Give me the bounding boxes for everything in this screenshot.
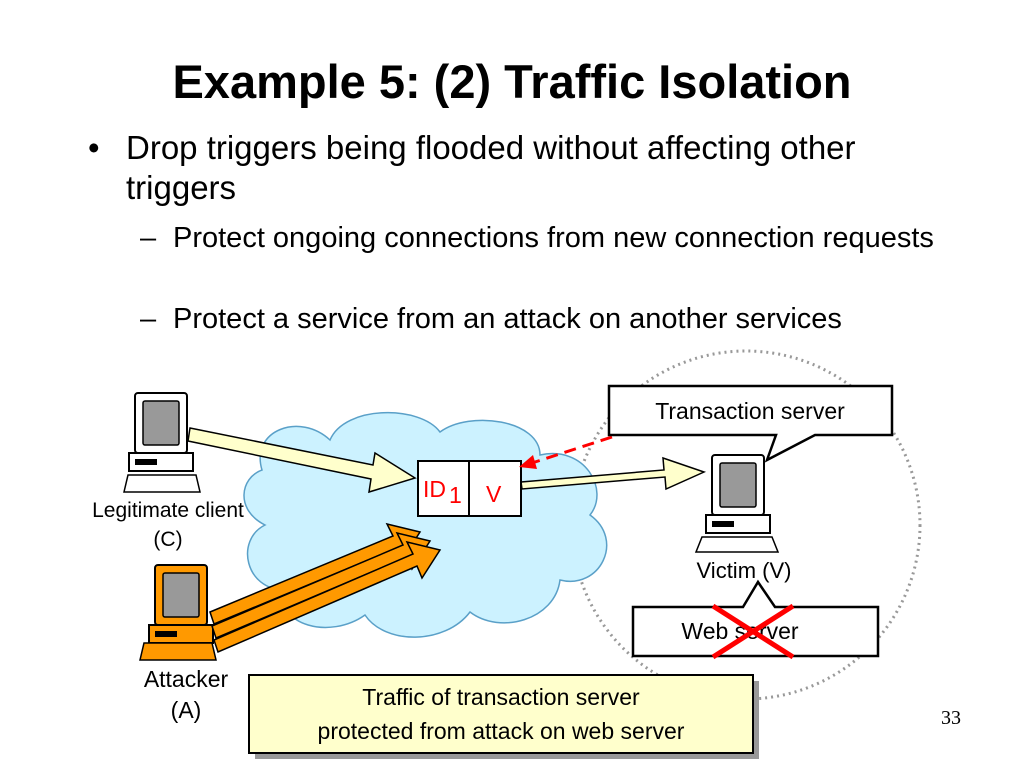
trigger-id-label: ID	[423, 476, 446, 502]
legit-traffic-arrow	[187, 427, 417, 494]
attacker-keyboard-icon	[139, 642, 217, 661]
sub-bullet-1: – Protect ongoing connections from new c…	[140, 221, 940, 255]
bullet-marker: •	[88, 129, 100, 166]
attack-arrow-3	[213, 540, 442, 654]
victim-computer-icon	[705, 454, 771, 534]
sub-bullet-text: Protect a service from an attack on anot…	[173, 303, 842, 335]
bullet-level1: • Drop triggers being flooded without af…	[88, 128, 928, 208]
note-line-2: protected from attack on web server	[318, 718, 685, 744]
trigger-dest-label: V	[486, 481, 502, 507]
attacker-sublabel: (A)	[171, 697, 202, 723]
legit-client-computer-icon	[128, 392, 194, 472]
sub-bullet-2: – Protect a service from an attack on an…	[140, 302, 940, 336]
attacker-computer-icon	[148, 564, 214, 644]
sub-bullet-text: Protect ongoing connections from new con…	[173, 222, 934, 254]
legit-client-sublabel: (C)	[153, 528, 182, 551]
attacker-label: Attacker	[144, 666, 229, 692]
web-server-callout	[631, 579, 880, 658]
transaction-server-callout	[607, 384, 894, 463]
bullet-text: Drop triggers being flooded without affe…	[126, 129, 856, 206]
dashed-pointer-arrow	[519, 435, 613, 469]
victim-keyboard-icon	[694, 536, 780, 553]
sub-bullet-marker: –	[140, 222, 157, 254]
trigger-box	[417, 460, 522, 517]
victim-label: Victim (V)	[697, 558, 792, 583]
note-line-1: Traffic of transaction server	[362, 684, 640, 710]
slide-number: 33	[941, 707, 961, 729]
legit-client-label: Legitimate client	[92, 499, 244, 522]
forward-traffic-arrow	[520, 456, 707, 491]
slide-title: Example 5: (2) Traffic Isolation	[172, 55, 852, 108]
legit-client-keyboard-icon	[123, 474, 201, 493]
trigger-id-subscript: 1	[449, 482, 462, 508]
blocked-x-icon	[711, 603, 795, 660]
sub-bullet-marker: –	[140, 303, 157, 335]
note-box	[248, 674, 759, 759]
transaction-server-label: Transaction server	[655, 398, 845, 424]
